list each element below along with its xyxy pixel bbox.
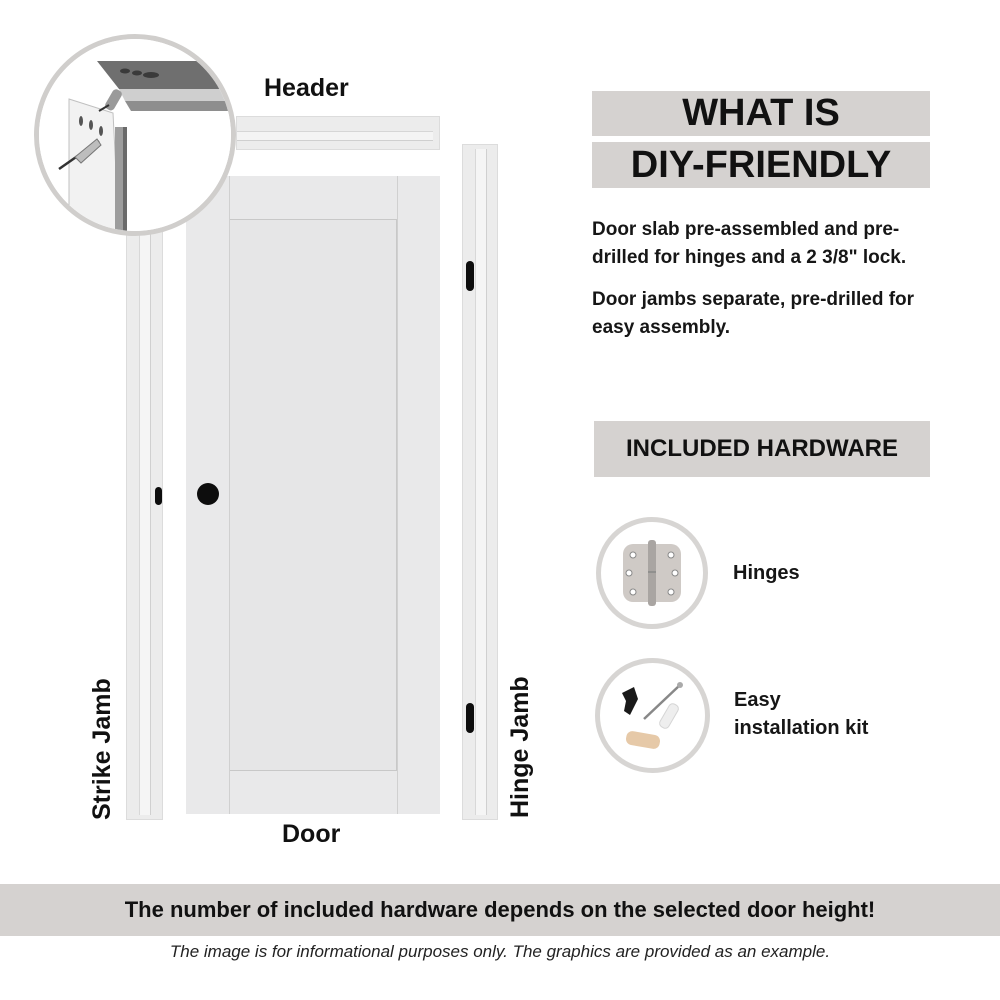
strike-slot-icon xyxy=(155,487,162,505)
header-piece xyxy=(236,116,440,150)
hardware-notice-text: The number of included hardware depends … xyxy=(124,897,876,922)
hinge-jamb-label: Hinge Jamb xyxy=(506,676,534,818)
hinge-slot-bottom-icon xyxy=(466,703,474,733)
disclaimer-text: The image is for informational purposes … xyxy=(169,942,831,961)
door-slab xyxy=(186,176,440,814)
strike-jamb-label: Strike Jamb xyxy=(88,678,116,820)
hinge-jamb xyxy=(462,144,498,820)
strike-jamb xyxy=(126,150,163,820)
jamb-assembly-detail-icon xyxy=(34,34,236,236)
installation-kit-label-line1: Easy xyxy=(734,689,781,711)
installation-kit-label: Easy installation kit xyxy=(734,686,868,742)
diy-description-2: Door jambs separate, pre-drilled for eas… xyxy=(592,289,915,338)
diy-title-line1-text: WHAT IS xyxy=(682,92,840,134)
hinges-label: Hinges xyxy=(733,562,800,584)
diy-title-line2-text: DIY-FRIENDLY xyxy=(630,143,892,186)
door-panel xyxy=(229,219,397,771)
lock-hole-icon xyxy=(197,483,219,505)
included-hardware-title: INCLUDED HARDWARE xyxy=(594,421,930,477)
diy-description-1: Door slab pre-assembled and pre-drilled … xyxy=(592,219,907,268)
diy-title-line2: DIY-FRIENDLY xyxy=(592,142,930,188)
header-label: Header xyxy=(264,74,349,102)
installation-kit-label-line2: installation kit xyxy=(734,717,869,739)
included-hardware-title-text: INCLUDED HARDWARE xyxy=(626,435,898,462)
door-label: Door xyxy=(282,820,341,848)
installation-kit-icon xyxy=(595,658,710,773)
hardware-notice-banner: The number of included hardware depends … xyxy=(0,884,1000,936)
diy-title-line1: WHAT IS xyxy=(592,91,930,136)
hinge-slot-top-icon xyxy=(466,261,474,291)
hinge-icon xyxy=(596,517,708,629)
